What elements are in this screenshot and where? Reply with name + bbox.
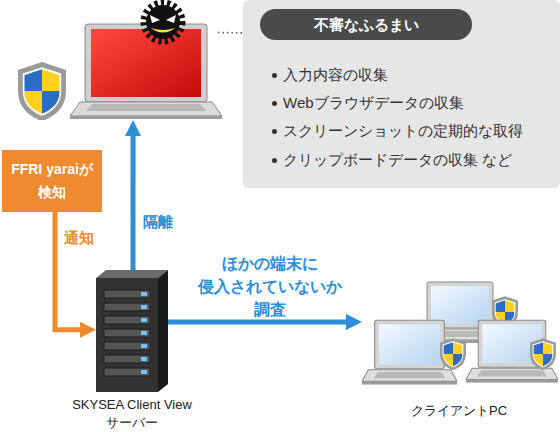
status-led <box>141 357 147 361</box>
drive-bay <box>104 355 150 363</box>
infected-laptop-node <box>70 12 218 120</box>
virus-icon <box>144 3 182 41</box>
status-led <box>141 344 147 348</box>
node-text: クライアントPC <box>362 402 556 420</box>
edge-label: 隔離 <box>143 212 173 232</box>
server-side <box>158 270 168 392</box>
heading-pill: 不審なふるまい <box>260 9 472 40</box>
virus-spikes <box>144 3 182 41</box>
status-led <box>141 370 147 374</box>
dotted-leader <box>218 32 243 34</box>
node-text: クリップボードデータの収集 など <box>283 151 512 169</box>
drive-bay <box>104 316 150 324</box>
security-shield <box>531 340 554 369</box>
drive-bay <box>104 329 150 337</box>
drive-bay <box>104 290 150 298</box>
status-led <box>141 331 147 335</box>
server-icon <box>96 270 168 392</box>
node-text: 不審なふるまい <box>260 15 472 34</box>
laptop-edge <box>70 116 222 119</box>
drive-bay <box>104 303 150 311</box>
node-text: スクリーンショットの定期的な取得 <box>283 122 523 140</box>
server-top <box>96 270 168 278</box>
status-led <box>141 305 147 309</box>
node-text: SKYSEA Client View サーバー <box>62 396 202 432</box>
detection-box: FFRI yaraiが 検知 <box>2 150 102 212</box>
laptop-base <box>70 102 222 116</box>
edge-label: 通知 <box>64 228 94 248</box>
node-text: Webブラウザデータの収集 <box>283 94 464 112</box>
security-shield <box>441 340 464 369</box>
laptop-keyboard <box>86 104 206 111</box>
infected-laptop <box>70 24 222 119</box>
virus-body <box>146 5 180 39</box>
virus-eye <box>166 15 176 23</box>
status-led <box>141 292 147 296</box>
virus-mouth <box>151 28 175 33</box>
drive-bay <box>104 368 150 376</box>
security-shield <box>20 65 63 119</box>
flow-arrow <box>131 136 136 270</box>
behavior-callout-box: 入力内容の収集 Webブラウザデータの収集スクリーンショットの定期的な取得クリップ… <box>243 0 560 188</box>
node-text: FFRI yaraiが 検知 <box>2 158 102 204</box>
flow-arrow <box>168 319 346 324</box>
server-node: SKYSEA Client View サーバー <box>96 270 168 392</box>
client-pc-group: クライアントPC <box>362 278 556 400</box>
virus-eye <box>150 15 160 23</box>
client-laptop <box>466 320 558 382</box>
status-led <box>141 318 147 322</box>
laptop-screen <box>91 29 201 97</box>
node-text: 入力内容の収集 <box>283 66 388 84</box>
server-front <box>96 278 158 392</box>
edge-label: ほかの端末に 侵入されていないか 調査 <box>188 252 352 321</box>
drive-bay <box>104 342 150 350</box>
